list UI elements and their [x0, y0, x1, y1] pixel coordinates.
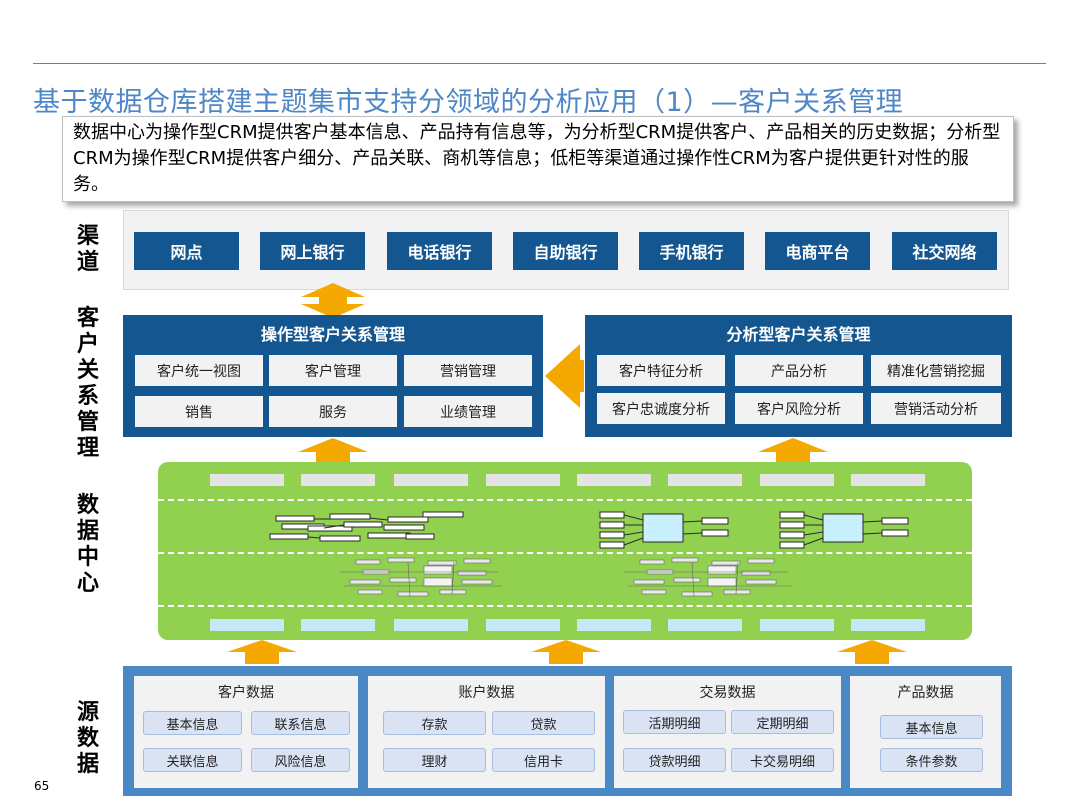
source-group-customer: 客户数据 基本信息 联系信息 关联信息 风险信息	[134, 676, 358, 788]
top-divider	[33, 63, 1046, 64]
up-arrow-icon	[298, 438, 368, 462]
crm-item-customer-mgmt: 客户管理	[269, 355, 397, 386]
channel-mobile-banking: 手机银行	[639, 232, 744, 270]
operational-crm-panel: 操作型客户关系管理 客户统一视图 客户管理 营销管理 销售 服务 业绩管理	[123, 315, 543, 437]
crm-item-service: 服务	[269, 396, 397, 427]
analytical-crm-panel: 分析型客户关系管理 客户特征分析 产品分析 精准化营销挖掘 客户忠诚度分析 客户…	[585, 315, 1012, 437]
description-box: 数据中心为操作型CRM提供客户基本信息、产品持有信息等，为分析型CRM提供客户、…	[62, 116, 1014, 202]
page-title: 基于数据仓库搭建主题集市支持分领域的分析应用（1）—客户关系管理	[33, 87, 904, 118]
source-data-area: 客户数据 基本信息 联系信息 关联信息 风险信息 账户数据 存款 贷款 理财 信…	[123, 666, 1012, 796]
up-arrow-icon	[837, 640, 907, 664]
page-number: 65	[34, 779, 50, 793]
up-arrow-icon	[531, 640, 601, 664]
source-item: 卡交易明细	[731, 748, 834, 772]
operational-crm-title: 操作型客户关系管理	[260, 325, 405, 344]
channel-online-banking: 网上银行	[260, 232, 365, 270]
channel-branch: 网点	[134, 232, 239, 270]
crm-item-loyalty: 客户忠诚度分析	[597, 393, 725, 424]
side-label-crm: 客户关系管理	[76, 306, 99, 461]
staging-bar	[486, 619, 560, 631]
source-item: 关联信息	[143, 748, 242, 772]
source-item: 活期明细	[623, 710, 726, 734]
entity-network-icon	[340, 557, 502, 597]
data-mart-bar	[668, 474, 742, 486]
channel-social: 社交网络	[892, 232, 997, 270]
crm-item-product-analysis: 产品分析	[735, 355, 863, 386]
source-group-title: 客户数据	[218, 685, 274, 701]
side-label-data-center: 数据中心	[76, 493, 99, 596]
channel-ecommerce: 电商平台	[765, 232, 870, 270]
staging-bar	[851, 619, 925, 631]
source-group-product: 产品数据 基本信息 条件参数	[850, 676, 1001, 788]
source-group-title: 账户数据	[458, 685, 515, 701]
star-schema-icon	[599, 511, 729, 549]
staging-bar	[577, 619, 651, 631]
crm-item-sales: 销售	[135, 396, 263, 427]
source-item: 联系信息	[251, 711, 350, 735]
analytical-crm-title: 分析型客户关系管理	[726, 325, 871, 344]
source-item: 信用卡	[492, 748, 595, 772]
data-mart-bar	[301, 474, 375, 486]
channel-self-service: 自助银行	[513, 232, 618, 270]
entity-network-icon	[624, 557, 792, 597]
up-arrow-icon	[227, 640, 297, 664]
source-item: 贷款	[492, 711, 595, 735]
crm-item-risk: 客户风险分析	[735, 393, 863, 424]
staging-bar	[394, 619, 468, 631]
staging-bar	[668, 619, 742, 631]
layer-divider	[158, 499, 972, 501]
left-arrow-icon	[545, 344, 584, 408]
staging-bar	[301, 619, 375, 631]
crm-item-customer-feature: 客户特征分析	[597, 355, 725, 386]
source-group-title: 交易数据	[699, 685, 756, 701]
data-mart-bar	[851, 474, 925, 486]
source-item: 基本信息	[143, 711, 242, 735]
up-arrow-icon	[758, 438, 828, 462]
source-item: 贷款明细	[623, 748, 726, 772]
source-group-transaction: 交易数据 活期明细 定期明细 贷款明细 卡交易明细	[614, 676, 841, 788]
source-item: 存款	[383, 711, 486, 735]
data-mart-bar	[760, 474, 834, 486]
data-mart-bar	[577, 474, 651, 486]
channel-phone-banking: 电话银行	[387, 232, 492, 270]
staging-bar	[760, 619, 834, 631]
crm-item-campaign: 营销活动分析	[871, 393, 1001, 424]
source-group-account: 账户数据 存款 贷款 理财 信用卡	[368, 676, 605, 788]
side-label-sources: 源数据	[76, 700, 99, 777]
schema-tables-icon	[269, 511, 464, 542]
crm-item-precision-marketing: 精准化营销挖掘	[871, 355, 1001, 386]
source-item: 风险信息	[251, 748, 350, 772]
source-item: 定期明细	[731, 710, 834, 734]
source-item: 条件参数	[880, 748, 983, 772]
data-mart-bar	[394, 474, 468, 486]
source-item: 基本信息	[880, 715, 983, 739]
star-schema-icon	[779, 511, 909, 549]
data-model-diagram	[269, 511, 909, 597]
double-arrow-icon	[301, 283, 365, 318]
staging-bar	[210, 619, 284, 631]
data-center-area	[158, 462, 972, 640]
layer-divider	[158, 552, 972, 554]
crm-item-marketing-mgmt: 营销管理	[404, 355, 532, 386]
data-mart-bar	[210, 474, 284, 486]
side-label-channels: 渠道	[76, 224, 99, 275]
crm-item-customer-view: 客户统一视图	[135, 355, 263, 386]
crm-item-performance: 业绩管理	[404, 396, 532, 427]
data-mart-bar	[486, 474, 560, 486]
source-item: 理财	[383, 748, 486, 772]
layer-divider	[158, 605, 972, 607]
source-group-title: 产品数据	[897, 685, 954, 701]
